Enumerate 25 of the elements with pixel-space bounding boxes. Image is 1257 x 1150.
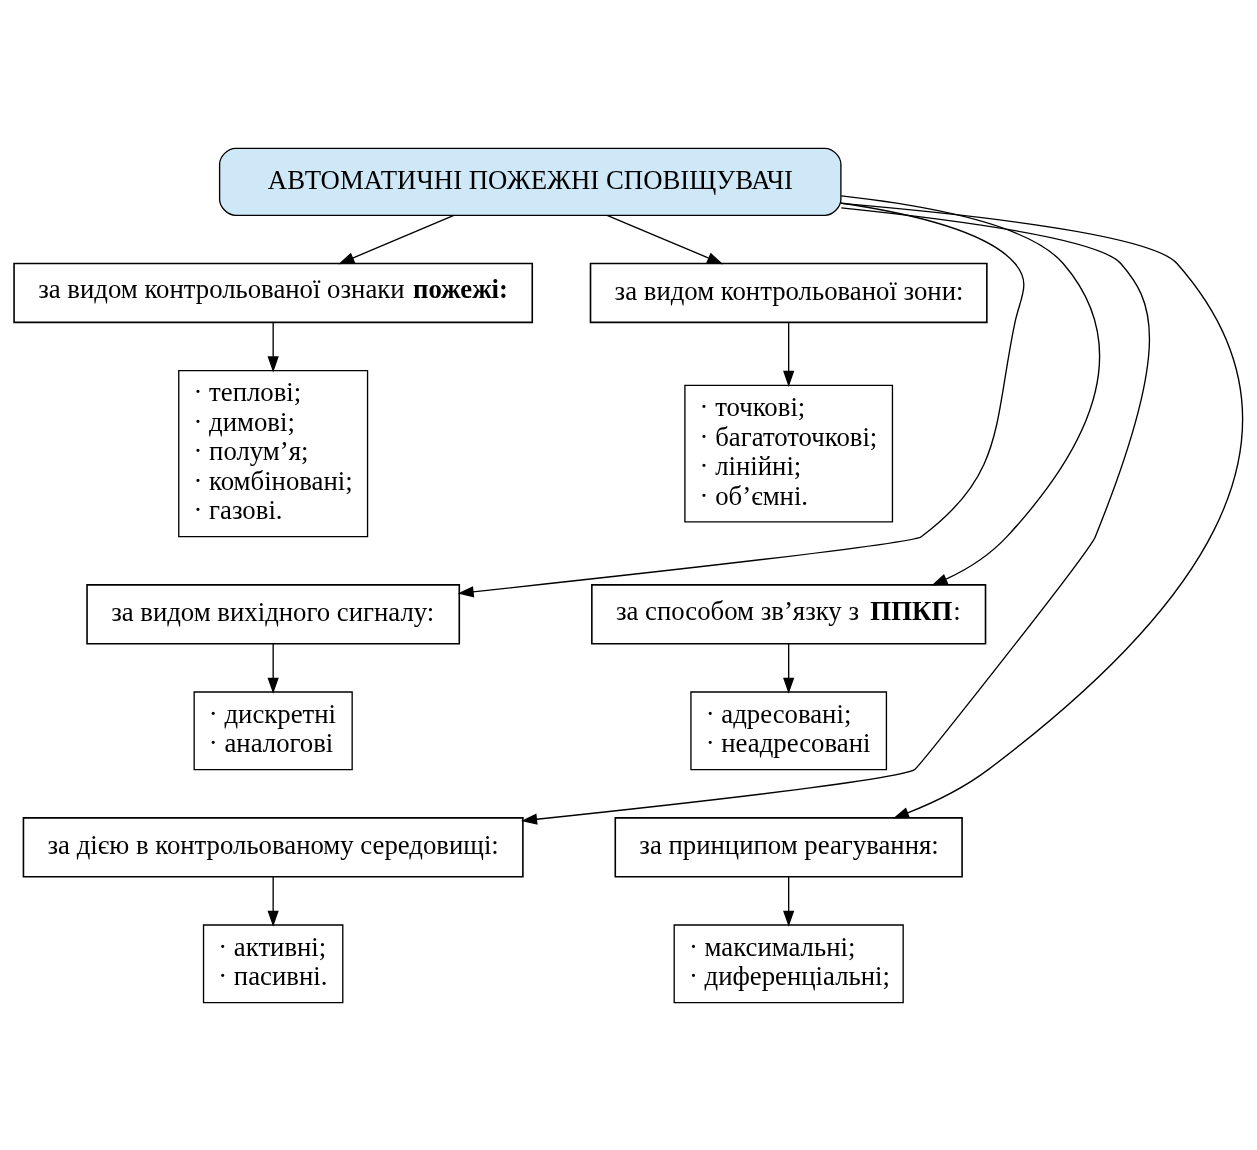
node-box: за видом вихідного сигналу: xyxy=(86,583,461,645)
arrow xyxy=(267,321,279,372)
node-box: · теплові; · димові; · полум’я; · комбіновані; · газові. xyxy=(178,369,369,537)
arrow xyxy=(783,875,795,927)
node-box: АВТОМАТИЧНІ ПОЖЕЖНІ СПОВІЩУВАЧІ xyxy=(218,147,842,216)
arrow xyxy=(521,206,1151,825)
node-box: · адресовані; · неадресовані xyxy=(690,690,888,770)
arrow xyxy=(840,202,1243,818)
arrow xyxy=(267,642,279,694)
arrow xyxy=(783,642,795,694)
arrow xyxy=(606,214,724,264)
node-box: · активні; · пасивні. xyxy=(202,923,344,1003)
node-box: · дискретні · аналогові xyxy=(193,690,353,770)
node-box: за способом зв’язку з ППКП: xyxy=(591,583,987,645)
node-box: · максимальні; · диференціальні; xyxy=(673,923,904,1003)
arrow xyxy=(457,201,1025,597)
node-box: за видом контрольованої ознаки пожежі: xyxy=(13,262,534,323)
arrow xyxy=(267,875,279,927)
node-box: за принципом реагування: xyxy=(614,816,963,878)
node-box: · точкові; · багатоточкові; · лінійні; · об’ємні. xyxy=(684,384,894,523)
arrow xyxy=(840,194,1101,586)
node-box: за видом контрольованої зони: xyxy=(589,262,988,323)
arrow xyxy=(338,214,455,264)
node-box: за дією в контрольованому середовищі: xyxy=(22,816,524,878)
arrow xyxy=(783,321,795,387)
